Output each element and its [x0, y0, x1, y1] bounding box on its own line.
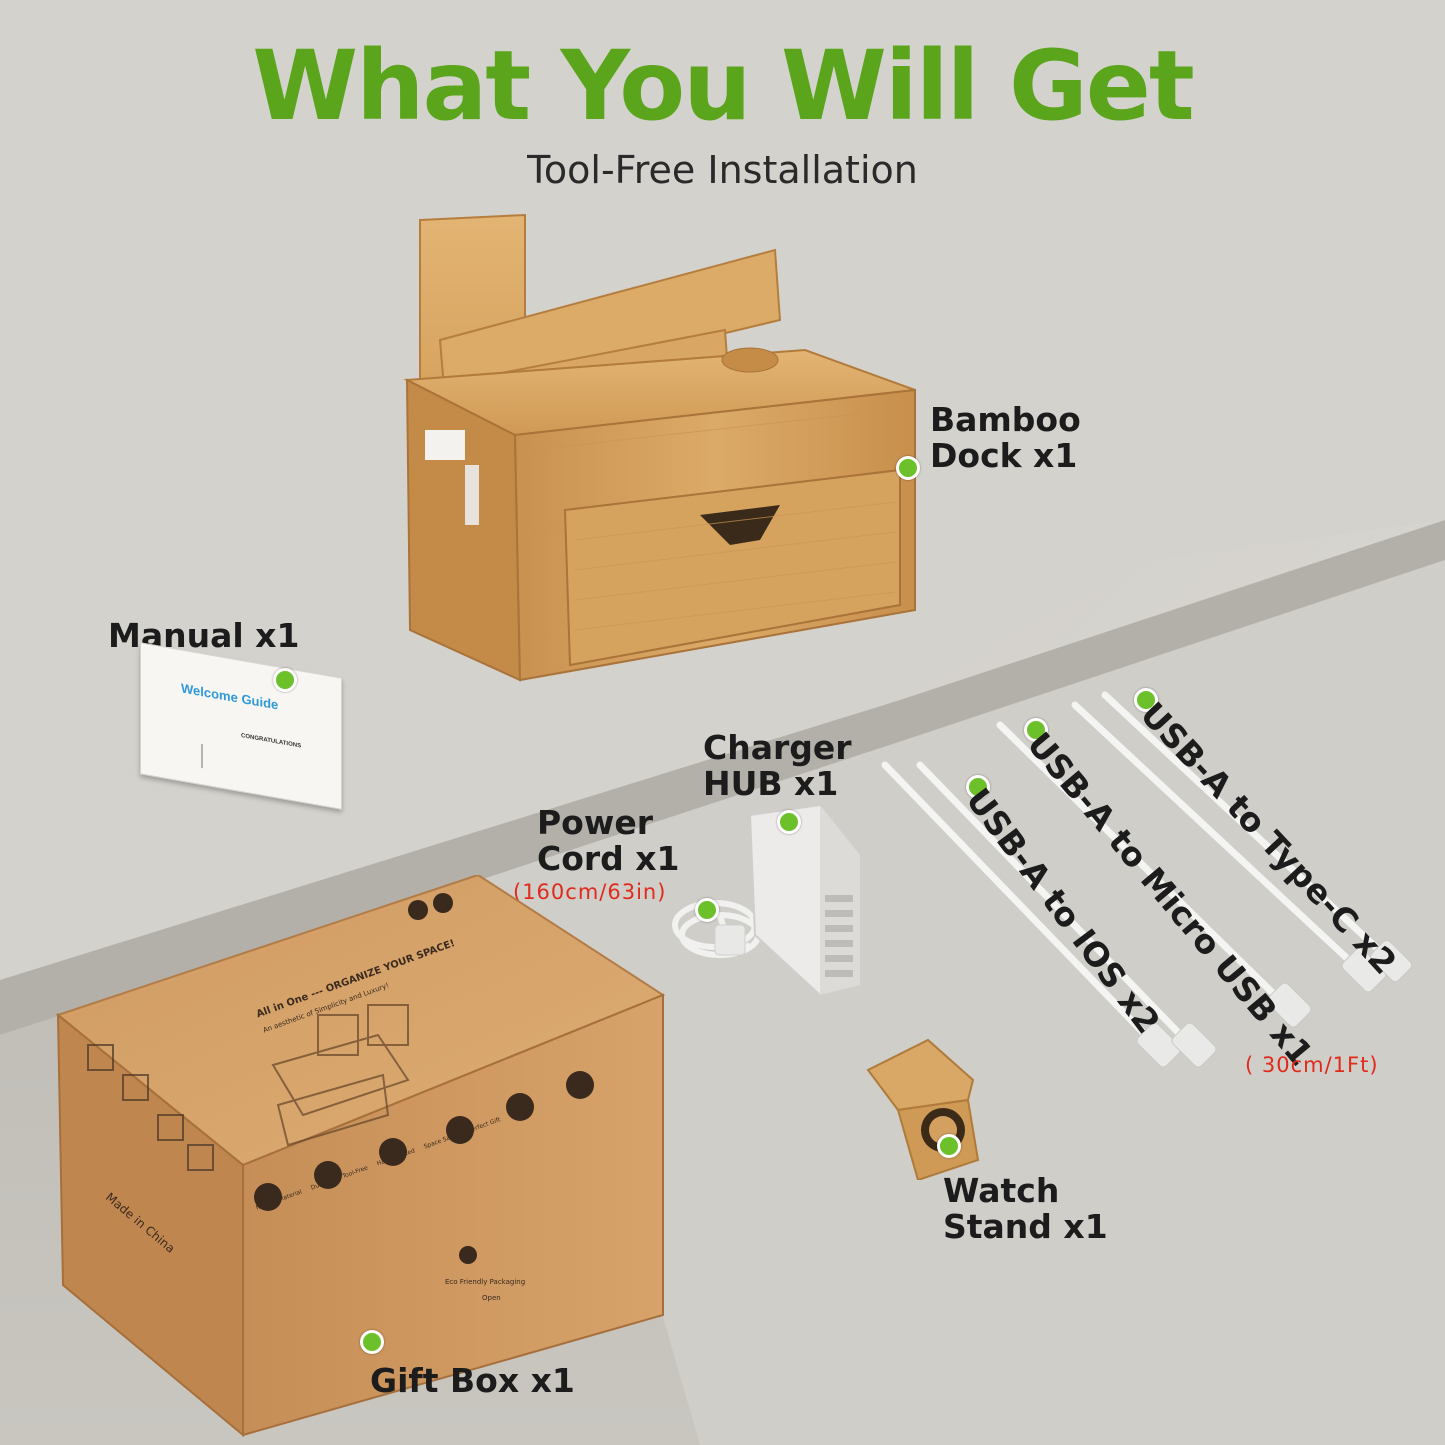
watch-stand-label-line2: Stand x1 [943, 1207, 1108, 1246]
bamboo-dock-marker [896, 456, 920, 480]
gift-box-marker [360, 1330, 384, 1354]
manual-heading: Welcome Guide [181, 680, 279, 713]
power-cord-length: (160cm/63in) [513, 880, 667, 904]
usb-micro-marker [1024, 718, 1048, 742]
cable-length-note: ( 30cm/1Ft) [1245, 1053, 1379, 1077]
usb-ios-marker [966, 775, 990, 799]
bamboo-dock-label: Bamboo Dock x1 [930, 402, 1081, 474]
watch-stand-label-line1: Watch [943, 1171, 1060, 1210]
power-cord-label: Power Cord x1 [537, 805, 680, 877]
bamboo-sketch-icon [201, 743, 223, 772]
charger-hub-image [672, 803, 861, 995]
bamboo-dock-image [403, 213, 916, 682]
charger-hub-label: Charger HUB x1 [703, 730, 852, 802]
charger-hub-label-line1: Charger [703, 728, 852, 767]
right-ledge [480, 560, 1445, 1445]
usb-cables-image [881, 691, 1413, 1068]
watch-stand-label: Watch Stand x1 [943, 1173, 1108, 1245]
power-cord-label-line2: Cord x1 [537, 839, 680, 878]
watch-stand-image [866, 1038, 980, 1180]
step-edge [0, 520, 1445, 1035]
power-cord-label-line1: Power [537, 803, 653, 842]
power-cord-marker [695, 898, 719, 922]
bamboo-dock-label-line2: Dock x1 [930, 436, 1078, 475]
gift-box-label: Gift Box x1 [370, 1361, 575, 1400]
gift-box-image [55, 875, 666, 1438]
manual-marker [273, 668, 297, 692]
page-title: What You Will Get [252, 30, 1195, 142]
manual-label: Manual x1 [108, 616, 300, 655]
watch-stand-marker [937, 1134, 961, 1158]
page-subtitle: Tool-Free Installation [527, 148, 918, 192]
charger-hub-label-line2: HUB x1 [703, 764, 839, 803]
bamboo-dock-label-line1: Bamboo [930, 400, 1081, 439]
gift-box-eco: Eco Friendly Packaging [445, 1278, 526, 1286]
charger-hub-marker [777, 810, 801, 834]
usb-typec-marker [1134, 688, 1158, 712]
manual-note: CONGRATULATIONS [241, 733, 302, 750]
gift-box-open: Open [482, 1294, 501, 1302]
